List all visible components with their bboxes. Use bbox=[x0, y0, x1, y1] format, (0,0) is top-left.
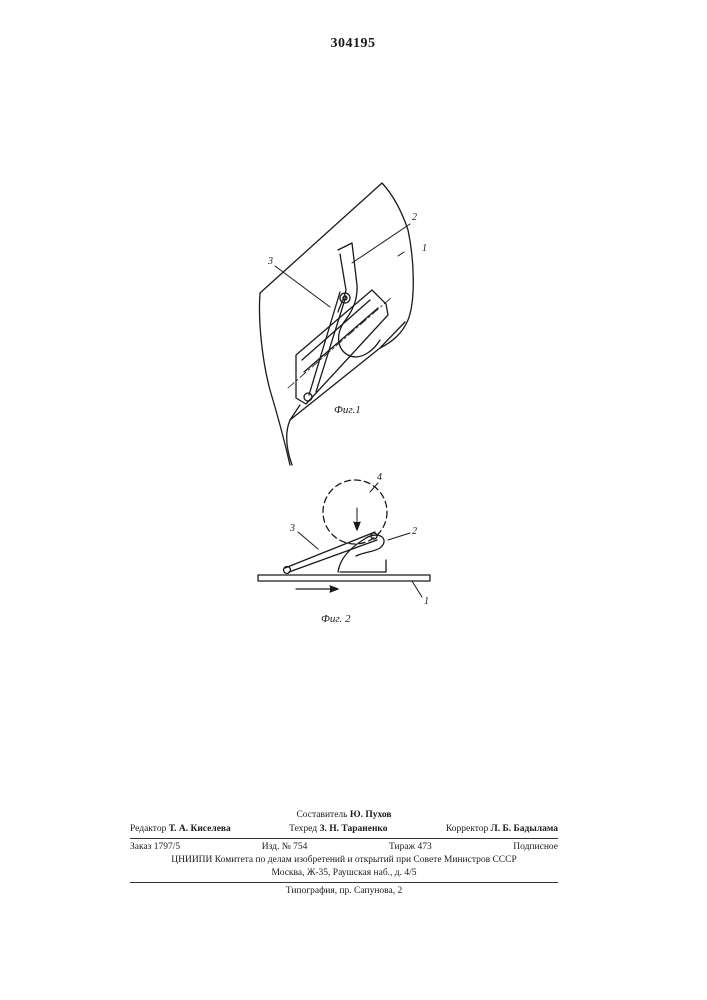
printer-line: Типография, пр. Сапунова, 2 bbox=[286, 885, 402, 898]
address-line: Москва, Ж-35, Раушская наб., д. 4/5 bbox=[272, 867, 417, 880]
fig2-label-1: 1 bbox=[424, 596, 429, 607]
circulation: Тираж 473 bbox=[389, 841, 432, 854]
fig2-label-3: 3 bbox=[290, 523, 295, 534]
fig1-caption: Фиг.1 bbox=[334, 404, 361, 416]
imprint-staff-row: Редактор Т. А. Киселева Техред З. Н. Тар… bbox=[130, 823, 558, 836]
fig1-label-1: 1 bbox=[422, 243, 427, 254]
editor-label: Редактор bbox=[130, 824, 166, 834]
fig2-clip bbox=[338, 535, 386, 572]
fig1-drawing bbox=[259, 183, 413, 465]
techred-name: З. Н. Тараненко bbox=[319, 824, 387, 834]
imprint-printer-row: Типография, пр. Сапунова, 2 bbox=[130, 885, 558, 898]
order-number: Заказ 1797/5 bbox=[130, 841, 180, 854]
editor-name: Т. А. Киселева bbox=[169, 824, 231, 834]
imprint-address-row: Москва, Ж-35, Раушская наб., д. 4/5 bbox=[130, 867, 558, 880]
subscription: Подписное bbox=[513, 841, 558, 854]
compiler-name: Ю. Пухов bbox=[350, 810, 392, 820]
fig2-label-4: 4 bbox=[377, 472, 382, 483]
imprint-divider-top bbox=[130, 838, 558, 839]
fig1-label-3: 3 bbox=[268, 256, 273, 267]
fig2-label-2: 2 bbox=[412, 526, 417, 537]
fig1-sole-left-edge bbox=[259, 293, 290, 465]
fig1-label-2: 2 bbox=[412, 212, 417, 223]
fig2-dashed-circle bbox=[323, 480, 387, 544]
compiler-label: Составитель bbox=[296, 810, 347, 820]
fig2-caption: Фиг. 2 bbox=[321, 613, 351, 625]
imprint-divider-bottom bbox=[130, 882, 558, 883]
imprint-compiler-row: Составитель Ю. Пухов bbox=[130, 809, 558, 822]
corrector-name: Л. Б. Бадылама bbox=[491, 824, 558, 834]
imprint-institute-row: ЦНИИПИ Комитета по делам изобретений и о… bbox=[130, 854, 558, 867]
fig2-base-plate bbox=[258, 575, 430, 581]
fig2-drawing bbox=[258, 480, 430, 597]
edition-number: Изд. № 754 bbox=[262, 841, 308, 854]
imprint-order-row: Заказ 1797/5 Изд. № 754 Тираж 473 Подпис… bbox=[130, 841, 558, 854]
institute-line: ЦНИИПИ Комитета по делам изобретений и о… bbox=[171, 854, 517, 867]
fig2-lever bbox=[285, 532, 377, 572]
techred-label: Техред bbox=[289, 824, 317, 834]
corrector-label: Корректор bbox=[446, 824, 488, 834]
